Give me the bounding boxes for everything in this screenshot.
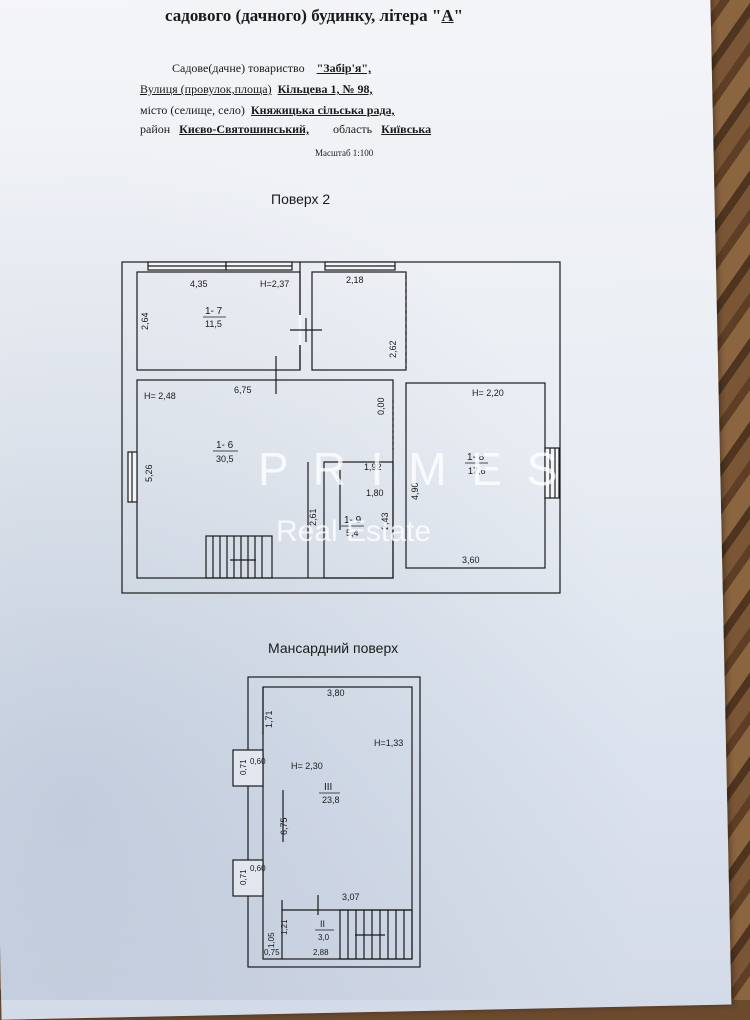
row4-value2: Київська bbox=[381, 122, 432, 136]
row4-label2: область bbox=[332, 122, 373, 136]
row4-label: район bbox=[140, 122, 171, 136]
attic-dim-h133: H=1,33 bbox=[374, 738, 403, 748]
room-1-9-area: 5,4 bbox=[346, 528, 359, 538]
address-row-3: місто (селище, село) Княжицька сільська … bbox=[140, 103, 395, 118]
dim-261: 2,61 bbox=[308, 508, 318, 526]
dim-180: 1,80 bbox=[366, 488, 384, 498]
room-1-8-area: 17,6 bbox=[468, 466, 486, 476]
room-1-6-area: 30,5 bbox=[216, 454, 234, 464]
dim-675: 6,75 bbox=[234, 385, 252, 395]
address-row-2: Вулиця (провулок,площа) Кільцева 1, № 98… bbox=[140, 82, 373, 97]
dim-192: 1,92 bbox=[364, 462, 382, 472]
attic-dim-307: 3,07 bbox=[342, 892, 360, 902]
attic-dim-h230: H= 2,30 bbox=[291, 761, 323, 771]
address-row-1: Садове(дачне) товариство "Забір'я", bbox=[172, 61, 371, 76]
room-1-8-id: 1- 8 bbox=[467, 452, 485, 463]
room-II-area: 3,0 bbox=[318, 933, 330, 942]
attic-dim-071a: 0,71 bbox=[239, 759, 248, 775]
room-II-id: II bbox=[320, 919, 325, 929]
attic-dim-171: 1,71 bbox=[264, 710, 274, 728]
dim-435: 4,35 bbox=[190, 279, 208, 289]
dim-360: 3,60 bbox=[462, 555, 480, 565]
dim-h237: H=2,37 bbox=[260, 279, 289, 289]
row2-label: Вулиця (провулок,площа) bbox=[140, 82, 272, 96]
document-title: садового (дачного) будинку, літера "А" bbox=[165, 6, 464, 25]
dim-262: 2,62 bbox=[388, 340, 398, 358]
attic-dim-121: 1,21 bbox=[280, 919, 289, 935]
floor2-label: Поверх 2 bbox=[271, 191, 331, 207]
attic-label: Мансардний поверх bbox=[268, 640, 399, 656]
room-1-7-id: 1- 7 bbox=[205, 306, 223, 317]
scale-label: Масштаб 1:100 bbox=[315, 148, 374, 158]
dim-490: 4,90 bbox=[410, 482, 420, 500]
row1-value: "Забір'я", bbox=[316, 61, 372, 75]
dim-243: 2,43 bbox=[380, 512, 390, 530]
room-1-7-area: 11,5 bbox=[205, 319, 222, 329]
attic-dim-060b: 0,60 bbox=[250, 864, 266, 873]
attic-dim-380: 3,80 bbox=[327, 688, 345, 698]
row1-label: Садове(дачне) товариство bbox=[172, 61, 305, 75]
attic-walls bbox=[232, 676, 421, 968]
dim-218: 2,18 bbox=[346, 275, 364, 285]
room-1-6-id: 1- 6 bbox=[216, 440, 234, 451]
row3-value: Княжицька сільська рада, bbox=[250, 103, 395, 117]
row3-label: місто (селище, село) bbox=[140, 103, 245, 117]
room-III-area: 23,8 bbox=[322, 795, 340, 805]
watermark-logo-text: P R I M E S bbox=[258, 443, 564, 495]
dim-h248: H= 2,48 bbox=[144, 391, 176, 401]
dim-h220: H= 2,20 bbox=[472, 388, 504, 398]
dim-264: 2,64 bbox=[140, 312, 150, 330]
dim-526: 5,26 bbox=[144, 464, 154, 482]
room-1-9-id: 1- 9 bbox=[344, 515, 362, 526]
row4-value: Києво-Святошинський, bbox=[179, 122, 309, 136]
attic-dim-675: 6,75 bbox=[279, 817, 289, 835]
attic-dim-288: 2,88 bbox=[313, 948, 329, 957]
attic-dim-060a: 0,60 bbox=[250, 757, 266, 766]
room-III-id: III bbox=[324, 782, 332, 793]
attic-dim-075: 0,75 bbox=[264, 948, 280, 957]
address-row-4: район Києво-Святошинський, область Київс… bbox=[140, 122, 431, 137]
floor2-walls bbox=[121, 261, 561, 594]
attic-dim-071b: 0,71 bbox=[239, 869, 248, 885]
attic-dim-105: 1,05 bbox=[267, 932, 276, 948]
row2-value: Кільцева 1, № 98, bbox=[277, 82, 373, 96]
watermark-subtitle: Real Estate bbox=[276, 515, 432, 548]
dim-000: 0,00 bbox=[376, 397, 386, 415]
